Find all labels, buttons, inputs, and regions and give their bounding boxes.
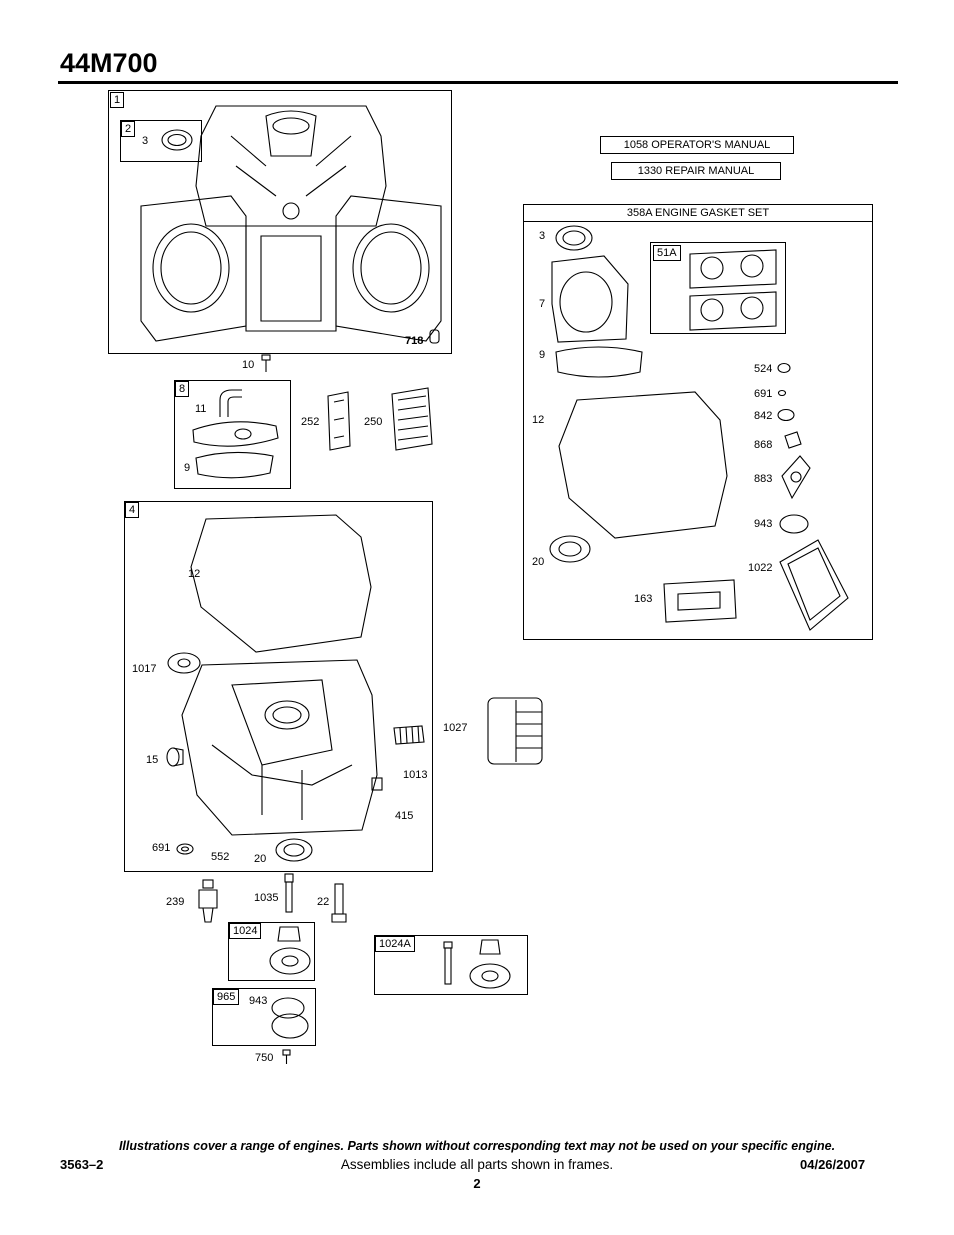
document-date: 04/26/2007 — [800, 1157, 866, 1172]
gasket-part-842-label: 842 — [754, 410, 773, 422]
part-691-label: 691 — [152, 842, 171, 854]
shaft-icon — [284, 873, 294, 913]
page-number: 2 — [473, 1176, 481, 1191]
document-number: 3563–2 — [60, 1157, 104, 1172]
air-filter-icon — [391, 387, 433, 451]
part-1017-label: 1017 — [132, 663, 157, 675]
part-10-label: 10 — [242, 359, 255, 371]
filter-screen-icon — [393, 725, 425, 745]
sump-gasket-icon — [558, 391, 728, 539]
gasket-part-1022-label: 1022 — [748, 562, 773, 574]
part-22-label: 22 — [317, 896, 330, 908]
seal-ring-icon — [777, 408, 795, 422]
crankshaft-seal-icon — [275, 838, 313, 862]
gasket-set-frame: 358A ENGINE GASKET SET — [523, 204, 873, 640]
breather-gasket-icon — [555, 346, 643, 378]
assemblies-note: Assemblies include all parts shown in fr… — [340, 1157, 614, 1172]
shaft-seal-icon — [549, 535, 591, 563]
oil-seal-icon — [161, 129, 193, 151]
breather-tube-icon — [219, 389, 242, 417]
part-239-label: 239 — [166, 896, 185, 908]
part-1035-label: 1035 — [254, 892, 279, 904]
frame-51A-gaskets — [650, 242, 786, 334]
part-415-label: 415 — [395, 810, 414, 822]
gear-cover-icon — [167, 652, 201, 674]
frame-51A-tag: 51A — [653, 245, 681, 261]
disclaimer-text: Illustrations cover a range of engines. … — [118, 1139, 836, 1153]
cylinder-block-icon — [140, 105, 442, 342]
gasket-part-883-label: 883 — [754, 473, 773, 485]
bolt-icon — [331, 883, 347, 923]
part-3-label: 3 — [142, 135, 149, 147]
part-750-label: 750 — [255, 1052, 274, 1064]
small-washer-icon — [777, 389, 787, 397]
part-1027-label: 1027 — [443, 722, 468, 734]
frame-1024A-oil-pump — [374, 935, 528, 995]
gasket-part-943-label: 943 — [754, 518, 773, 530]
round-gasket-icon — [779, 514, 809, 534]
screw-icon — [261, 354, 271, 372]
plug-seal-icon — [784, 431, 802, 449]
part-943-label: 943 — [249, 995, 268, 1007]
frame-2-tag: 2 — [121, 121, 136, 137]
carburetor-gasket-icon — [663, 579, 737, 623]
head-gasket-icon — [551, 255, 629, 343]
frame-965-cover — [212, 988, 316, 1046]
frame-965-tag: 965 — [213, 989, 240, 1005]
frame-2-seal — [120, 120, 202, 162]
gasket-part-20-label: 20 — [532, 556, 545, 568]
filter-element-icon — [327, 391, 351, 451]
cover-plate-icon — [271, 997, 309, 1039]
small-screw-icon — [282, 1049, 291, 1064]
gasket-part-524-label: 524 — [754, 363, 773, 375]
frame-1-tag: 1 — [110, 92, 125, 108]
plug-icon — [166, 747, 184, 767]
crankcase-icon — [181, 659, 378, 836]
gasket-part-3-label: 3 — [539, 230, 546, 242]
frame-4-crankcase — [124, 501, 433, 872]
gasket-seal-icon — [555, 225, 593, 251]
operators-manual-box: 1058 OPERATOR'S MANUAL — [600, 136, 794, 154]
flange-gasket-icon — [781, 455, 811, 500]
washer-icon — [176, 843, 194, 855]
frame-1024-tag: 1024 — [229, 923, 262, 939]
gasket-part-868-label: 868 — [754, 439, 773, 451]
part-15-label: 15 — [146, 754, 159, 766]
oil-pump-icon — [269, 926, 311, 975]
o-ring-icon — [777, 362, 791, 374]
frame-8-tag: 8 — [175, 381, 190, 397]
gasket-set-title: 358A ENGINE GASKET SET — [524, 205, 872, 222]
part-11-label: 11 — [195, 403, 207, 415]
gasket-part-7-label: 7 — [539, 298, 546, 310]
gasket-part-9-label: 9 — [539, 349, 546, 361]
dowel-pin-icon — [429, 329, 440, 344]
fitting-icon — [371, 777, 383, 791]
gasket-part-691-label: 691 — [754, 388, 773, 400]
valve-cover-gaskets-icon — [689, 249, 777, 331]
part-1013-label: 1013 — [403, 769, 428, 781]
frame-4-tag: 4 — [125, 502, 140, 518]
page-title: 44M700 — [60, 48, 158, 78]
oil-pump-kit-icon — [443, 939, 511, 989]
part-12-label: 12 — [188, 568, 201, 580]
oil-pressure-switch-icon — [198, 879, 218, 923]
repair-manual-box: 1330 REPAIR MANUAL — [611, 162, 781, 180]
cover-gasket-icon — [779, 539, 849, 631]
gasket-part-12-label: 12 — [532, 414, 545, 426]
part-252-label: 252 — [301, 416, 320, 428]
frame-1024-oil-pump — [228, 922, 315, 981]
frame-1024A-tag: 1024A — [375, 936, 415, 952]
frame-1-cylinder — [108, 90, 452, 354]
part-9-label: 9 — [184, 462, 191, 474]
frame-8-breather — [174, 380, 291, 489]
part-718-label: 718 — [405, 335, 424, 347]
oil-filter-icon — [487, 697, 543, 765]
breather-cover-icon — [192, 421, 279, 479]
crankcase-gasket-icon — [190, 514, 372, 653]
title-rule — [58, 81, 898, 84]
gasket-part-163-label: 163 — [634, 593, 653, 605]
part-552-label: 552 — [211, 851, 230, 863]
part-20-label: 20 — [254, 853, 267, 865]
part-250-label: 250 — [364, 416, 383, 428]
